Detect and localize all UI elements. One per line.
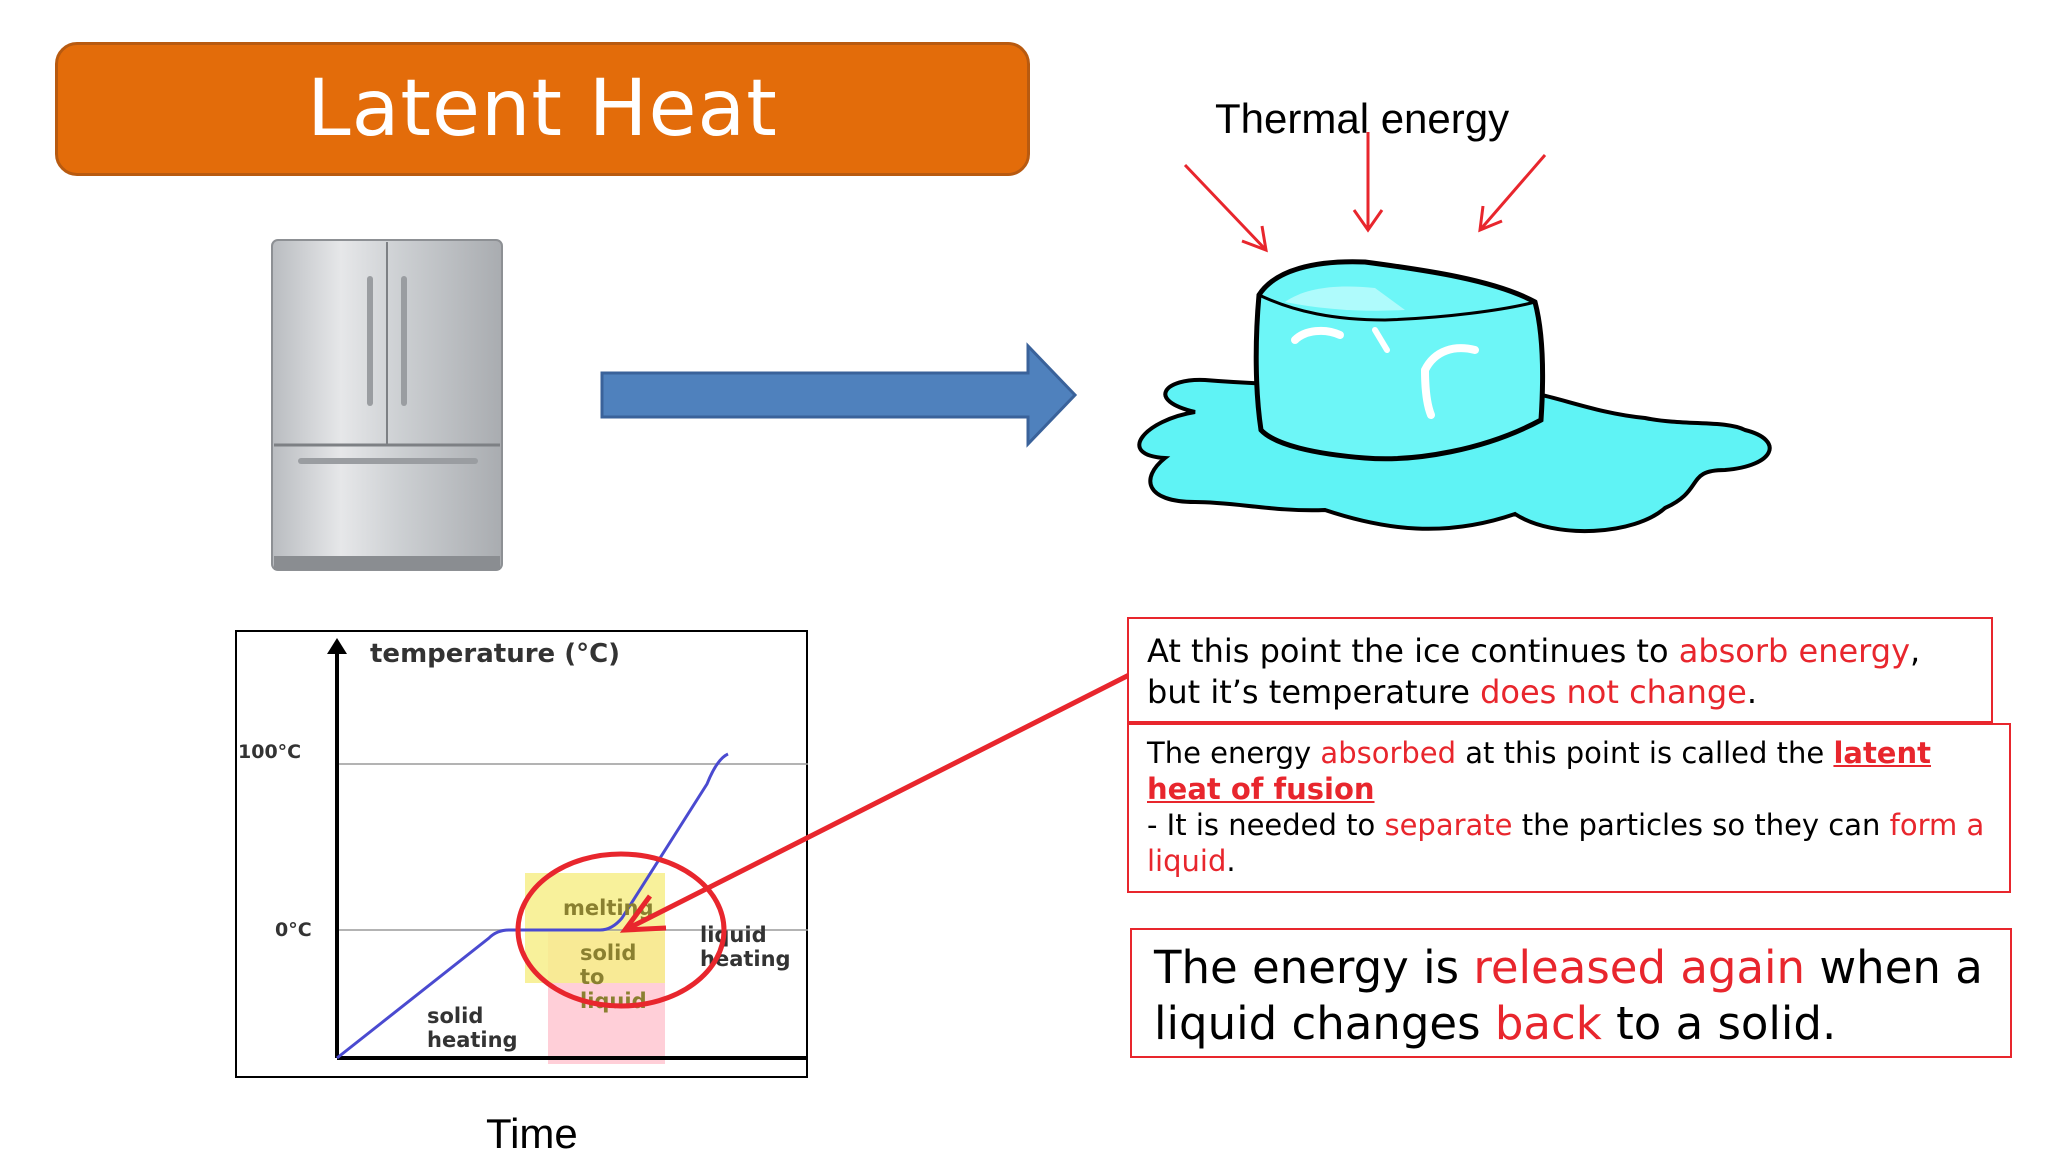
heat-arrow-middle-icon bbox=[1352, 132, 1384, 233]
arrow-right-icon bbox=[600, 342, 1078, 448]
box2-latent-heat-of-fusion: latent heat of fusion bbox=[1147, 736, 1931, 806]
box3-text-3: to a solid. bbox=[1601, 997, 1837, 1050]
pointer-arrow-icon bbox=[619, 670, 1135, 933]
temperature-time-chart: temperature (°C) 100°C 0°C solid heating… bbox=[238, 638, 808, 1064]
heat-arrow-left-icon bbox=[1183, 163, 1268, 253]
solid-heating-label: solid heating bbox=[427, 1004, 518, 1052]
fridge-icon bbox=[271, 239, 503, 571]
box3-released-again: released again bbox=[1473, 941, 1806, 994]
box2-text-4: the particles so they can bbox=[1512, 808, 1890, 842]
tick-label-0: 0°C bbox=[275, 919, 312, 941]
box3-text-2: when a liquid changes bbox=[1154, 941, 1983, 1050]
title-banner: Latent Heat bbox=[55, 42, 1030, 176]
heat-arrows bbox=[1183, 132, 1547, 253]
info-box-latent-heat: The energy absorbed at this point is cal… bbox=[1127, 723, 2011, 893]
solid-heating-line1: solid bbox=[427, 1004, 483, 1028]
box2-text-1: The energy bbox=[1147, 736, 1321, 770]
box1-absorb-energy: absorb energy bbox=[1678, 632, 1911, 670]
y-axis-arrow-icon bbox=[327, 638, 347, 654]
box1-text-3: but it’s temperature bbox=[1147, 673, 1481, 711]
time-axis-label: Time bbox=[486, 1110, 578, 1157]
thermal-energy-label: Thermal energy bbox=[1215, 95, 1510, 142]
temperature-curve bbox=[336, 752, 729, 1060]
stl-line1: solid bbox=[580, 941, 636, 965]
page-title: Latent Heat bbox=[307, 64, 778, 154]
box2-absorbed: absorbed bbox=[1320, 736, 1457, 770]
info-box-released: The energy is released again when a liqu… bbox=[1130, 928, 2012, 1058]
box2-text-2: at this point is called the bbox=[1456, 736, 1834, 770]
box3-text-1: The energy is bbox=[1154, 941, 1474, 994]
highlight-circle bbox=[515, 851, 727, 1009]
melting-ice-cube-icon bbox=[1137, 259, 1772, 534]
heat-arrow-right-icon bbox=[1478, 154, 1547, 233]
solid-heating-line2: heating bbox=[427, 1028, 518, 1052]
tick-label-100: 100°C bbox=[238, 741, 301, 763]
stl-line2: to bbox=[580, 965, 604, 989]
info-box-absorb: At this point the ice continues to absor… bbox=[1127, 617, 1993, 723]
lh-line1: liquid bbox=[700, 923, 767, 947]
box2-form-a-liquid: form a liquid bbox=[1147, 808, 1985, 878]
box1-text-2: , bbox=[1910, 632, 1921, 670]
box3-back: back bbox=[1494, 997, 1602, 1050]
y-axis-label: temperature (°C) bbox=[370, 639, 620, 669]
box1-does-not-change: does not change bbox=[1480, 673, 1747, 711]
box1-text-1: At this point the ice continues to bbox=[1147, 632, 1679, 670]
temperature-chart-frame bbox=[235, 630, 808, 1078]
box2-text-3: - It is needed to bbox=[1147, 808, 1385, 842]
box1-text-4: . bbox=[1746, 673, 1758, 711]
box2-text-5: . bbox=[1226, 844, 1236, 878]
box2-separate: separate bbox=[1384, 808, 1513, 842]
